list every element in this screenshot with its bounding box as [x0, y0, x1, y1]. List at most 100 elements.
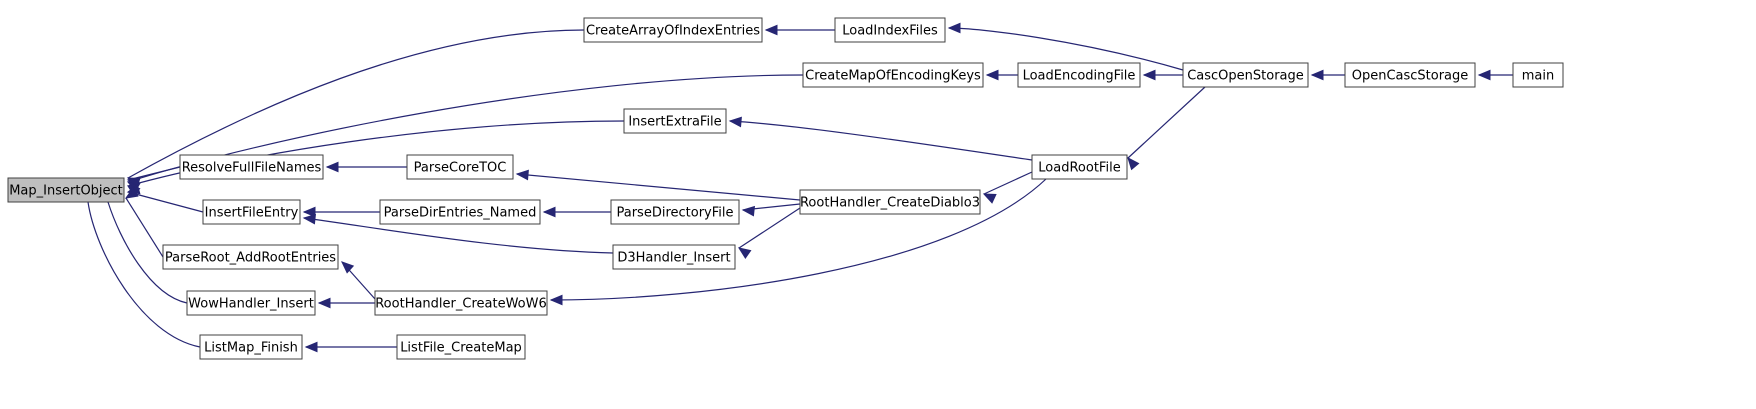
node-rect [1182, 62, 1309, 88]
edge-resolvefullfilenames-to-map_insertobject [127, 166, 181, 181]
node-listfile_createmap[interactable]: ListFile_CreateMap [396, 334, 526, 360]
node-rect [396, 334, 526, 360]
arrowhead-22 [1127, 157, 1140, 171]
node-main[interactable]: main [1512, 62, 1564, 88]
node-loadencodingfile[interactable]: LoadEncodingFile [1017, 62, 1141, 88]
node-rect [406, 154, 514, 180]
edge-d3handler_insert-to-insertfileentry [303, 217, 614, 254]
edge-roothandler_creatediablo3-to-parsecoretoc [516, 173, 801, 201]
arrowhead-24 [982, 193, 997, 204]
edge-loadrootfile-to-roothandler_creatediablo3 [983, 171, 1033, 195]
arrowhead-layer [84, 22, 1491, 353]
node-label: CascOpenStorage [1187, 69, 1304, 84]
node-opencascstorage[interactable]: OpenCascStorage [1344, 62, 1476, 88]
arrowhead-25 [549, 294, 563, 306]
arrowhead-5 [124, 187, 139, 199]
arrowhead-23 [728, 116, 742, 128]
edge-layer [87, 27, 1513, 348]
node-parseroot_addrootentries[interactable]: ParseRoot_AddRootEntries [162, 244, 339, 270]
node-label: OpenCascStorage [1352, 69, 1469, 84]
node-createmapofencodingkeys[interactable]: CreateMapOfEncodingKeys [802, 62, 984, 88]
edge-createarrayofindexentries-to-map_insertobject [127, 29, 585, 179]
node-rect [612, 244, 736, 270]
node-label: ParseRoot_AddRootEntries [165, 251, 336, 266]
node-label: D3Handler_Insert [617, 251, 730, 266]
edge-cascopenstorage-to-loadindexfiles [948, 27, 1184, 71]
node-label: ResolveFullFileNames [182, 161, 322, 176]
node-wowhandler_insert[interactable]: WowHandler_Insert [186, 290, 316, 316]
edge-loadrootfile-to-insertextrafile [729, 120, 1033, 161]
arrowhead-13 [737, 247, 752, 259]
node-roothandler_creatediablo3[interactable]: RootHandler_CreateDiablo3 [799, 189, 981, 215]
node-d3handler_insert[interactable]: D3Handler_Insert [612, 244, 736, 270]
node-label: InsertExtraFile [628, 115, 721, 130]
node-rect [610, 199, 740, 225]
node-rect [179, 154, 324, 180]
node-label: CreateMapOfEncodingKeys [805, 69, 981, 84]
node-rect [199, 334, 303, 360]
arrowhead-21 [1142, 69, 1156, 81]
node-parsedirentries_named[interactable]: ParseDirEntries_Named [379, 199, 541, 225]
edge-cascopenstorage-to-loadrootfile [1127, 86, 1206, 159]
node-rect [186, 290, 316, 316]
node-rect [834, 17, 946, 43]
node-loadindexfiles[interactable]: LoadIndexFiles [834, 17, 946, 43]
arrowhead-10 [515, 169, 529, 181]
node-label: CreateArrayOfIndexEntries [586, 24, 760, 39]
edge-wowhandler_insert-to-map_insertobject [107, 201, 188, 304]
arrowhead-12 [741, 205, 755, 217]
node-rect [799, 189, 981, 215]
node-parsecoretoc[interactable]: ParseCoreTOC [406, 154, 514, 180]
node-loadrootfile[interactable]: LoadRootFile [1031, 154, 1128, 180]
edge-loadrootfile-to-rootheader_createwow6 [550, 178, 1047, 301]
node-rect [379, 199, 541, 225]
node-label: RootHandler_CreateWoW6 [375, 297, 547, 312]
node-label: WowHandler_Insert [188, 297, 314, 312]
node-map_insertobject[interactable]: Map_InsertObject [7, 177, 125, 203]
node-rect [1512, 62, 1564, 88]
node-insertfileentry[interactable]: InsertFileEntry [202, 199, 301, 225]
node-label: LoadIndexFiles [842, 24, 938, 39]
node-rect [1017, 62, 1141, 88]
node-listmap_finish[interactable]: ListMap_Finish [199, 334, 303, 360]
arrowhead-11 [542, 206, 556, 218]
node-label: InsertFileEntry [205, 206, 299, 221]
node-rect [583, 17, 763, 43]
node-createarrayofindexentries[interactable]: CreateArrayOfIndexEntries [583, 17, 763, 43]
node-rect [1344, 62, 1476, 88]
edge-parseroot_addrootentries-to-map_insertobject [125, 197, 164, 258]
node-parsedirectoryfile[interactable]: ParseDirectoryFile [610, 199, 740, 225]
node-rootheader_createwow6[interactable]: RootHandler_CreateWoW6 [374, 290, 548, 316]
node-label: LoadRootFile [1038, 161, 1120, 176]
arrowhead-8 [325, 161, 339, 173]
node-rect [162, 244, 339, 270]
node-label: ListMap_Finish [204, 341, 298, 356]
node-rect [202, 199, 301, 225]
node-rect [1031, 154, 1128, 180]
node-resolvefullfilenames[interactable]: ResolveFullFileNames [179, 154, 324, 180]
node-label: ListFile_CreateMap [400, 341, 522, 356]
edge-insertfileentry-to-map_insertobject [127, 191, 204, 213]
edge-insertextrafile-to-map_insertobject [127, 120, 625, 187]
arrowhead-20 [947, 22, 961, 34]
node-rect [374, 290, 548, 316]
arrowhead-3 [126, 177, 141, 188]
node-label: LoadEncodingFile [1023, 69, 1136, 84]
arrowhead-18 [764, 24, 778, 36]
arrowhead-9 [302, 206, 316, 218]
arrowhead-19 [985, 69, 999, 81]
node-label: Map_InsertObject [9, 184, 123, 199]
node-insertextrafile[interactable]: InsertExtraFile [623, 108, 727, 134]
node-label: main [1522, 69, 1554, 84]
node-rect [623, 108, 727, 134]
node-label: ParseDirectoryFile [616, 206, 733, 221]
arrowhead-16 [317, 297, 331, 309]
arrowhead-17 [304, 341, 318, 353]
node-rect [802, 62, 984, 88]
node-cascopenstorage[interactable]: CascOpenStorage [1182, 62, 1309, 88]
arrowhead-14 [302, 213, 316, 225]
arrowhead-26 [1310, 69, 1324, 81]
arrowhead-27 [1477, 69, 1491, 81]
